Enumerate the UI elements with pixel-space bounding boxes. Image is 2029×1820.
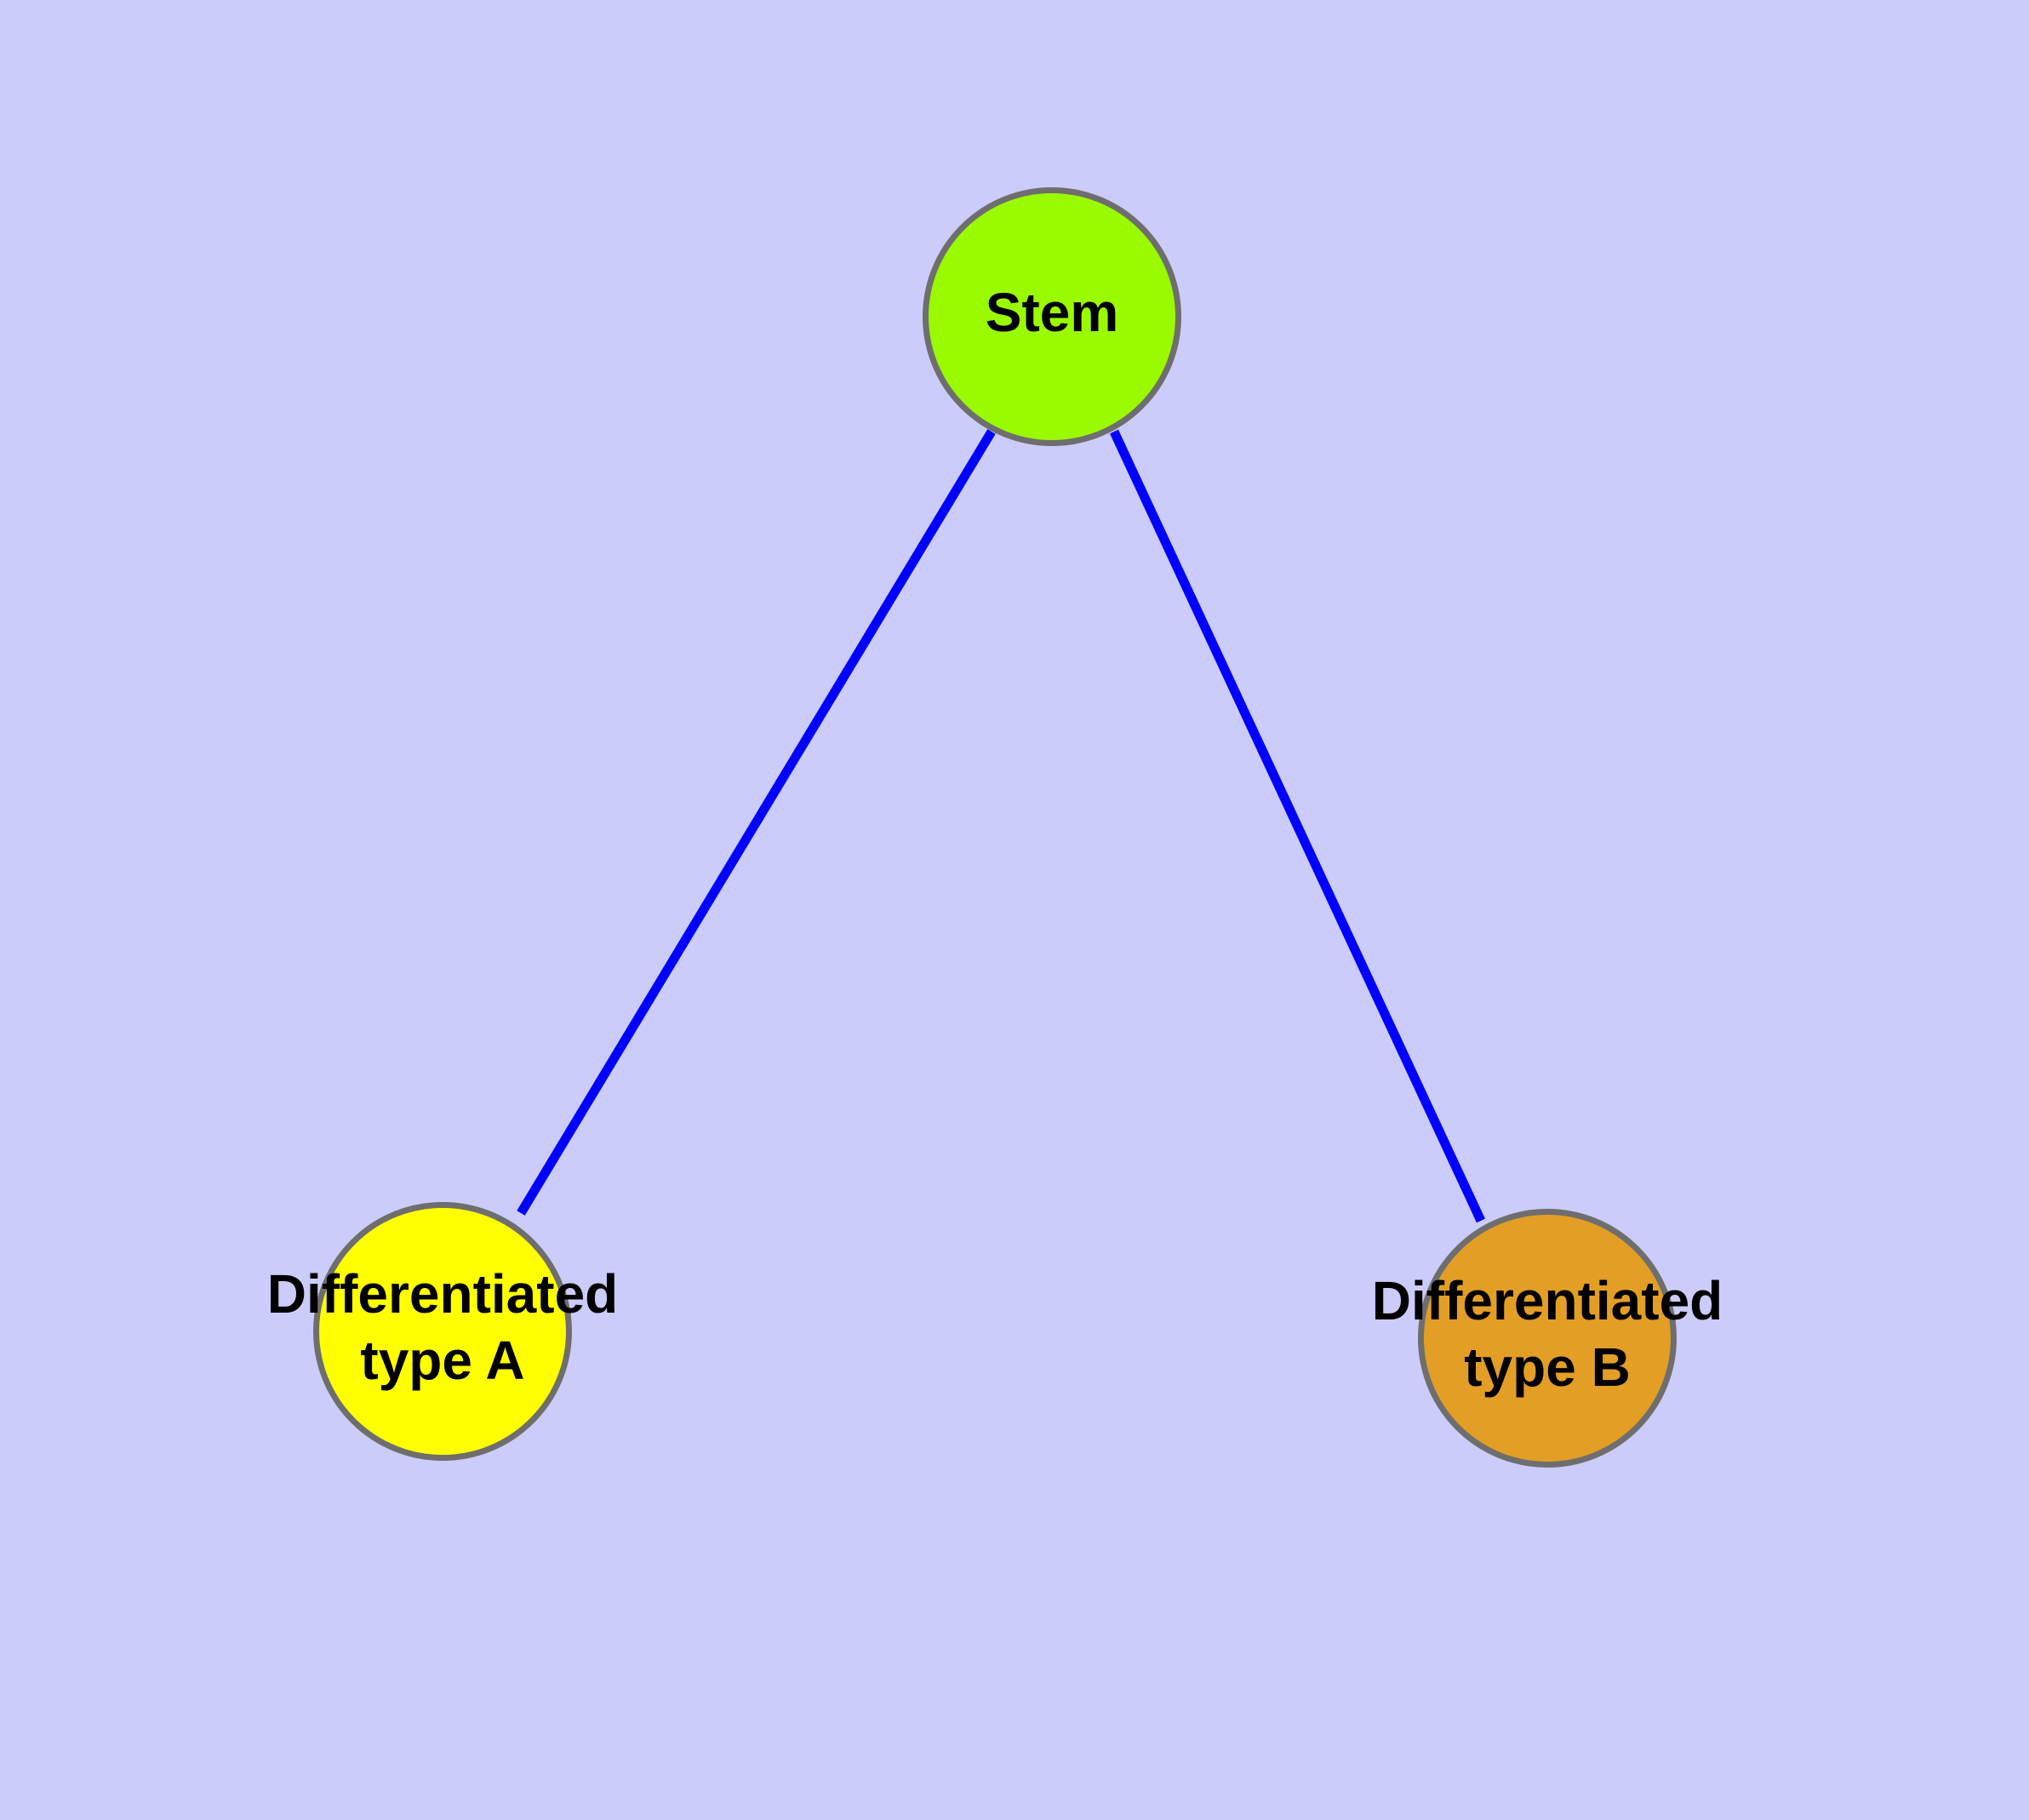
edge-layer bbox=[517, 429, 1485, 1223]
node-circle-diff-b[interactable] bbox=[1418, 1209, 1677, 1468]
node-label-line: Differentiated bbox=[267, 1263, 619, 1325]
node-label-line: type B bbox=[1464, 1336, 1631, 1398]
graph-edge[interactable] bbox=[517, 429, 996, 1216]
node-label-line: type A bbox=[360, 1330, 524, 1391]
node-label-stem: Stem bbox=[986, 282, 1119, 343]
graph-node-stem[interactable]: Stem bbox=[923, 187, 1181, 446]
node-circle-diff-a[interactable] bbox=[313, 1202, 572, 1461]
node-label-line: Differentiated bbox=[1372, 1270, 1723, 1331]
node-label-line: Stem bbox=[986, 282, 1119, 343]
graph-edge[interactable] bbox=[1110, 429, 1485, 1223]
node-circle-stem[interactable] bbox=[923, 187, 1181, 446]
